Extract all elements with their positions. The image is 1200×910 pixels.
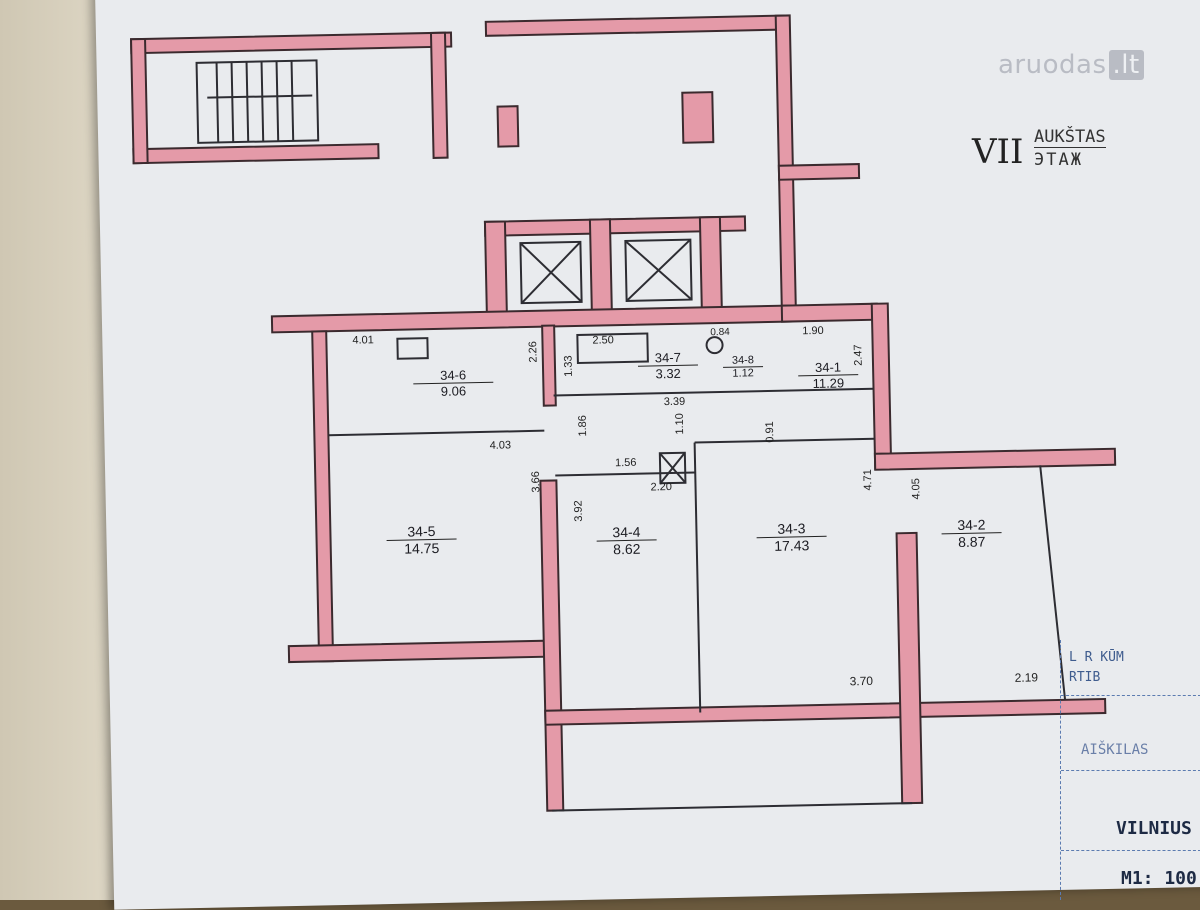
wall-balcony-top — [544, 697, 1107, 726]
sink-icon — [705, 336, 724, 355]
wall-vent-column — [681, 91, 715, 144]
bathtub-icon — [576, 332, 649, 364]
wall-top-right — [780, 302, 879, 323]
wall-inner-left — [539, 479, 565, 812]
stamp-scale: M1: 100 — [1121, 868, 1197, 889]
wall-left — [311, 330, 335, 663]
floor-number: VII — [972, 132, 1024, 172]
wall-top-corridor — [484, 14, 788, 37]
dim-label: 1.10 — [673, 413, 687, 435]
wall-top-stair — [130, 31, 453, 55]
dim-label: 1.56 — [614, 456, 637, 470]
stamp-row-2: RTIB — [1069, 670, 1101, 685]
wall-right-step — [873, 447, 1117, 471]
dim-label: 3.70 — [849, 673, 874, 689]
stamp-row-1: L R KŪM — [1069, 650, 1124, 665]
floor-label-ru: ЭТАЖ — [1034, 150, 1083, 170]
dim-label: 2.20 — [650, 481, 673, 494]
partition-34-3-top — [694, 437, 875, 444]
partition-34-4-top — [555, 471, 696, 477]
wall-right-upper — [870, 302, 893, 470]
dim-label: 0.91 — [763, 421, 777, 443]
dim-label: 4.71 — [861, 469, 875, 491]
floor-plan-drawing — [130, 14, 1117, 812]
wall-lower-column — [895, 531, 924, 805]
floor-label-lt: AUKŠTAS — [1034, 127, 1106, 148]
stove-icon — [396, 337, 429, 360]
wall-elevator-mid — [588, 218, 614, 321]
wall-stair-right — [429, 31, 449, 159]
dim-label: 4.03 — [489, 439, 512, 452]
partition-hall — [553, 387, 874, 397]
stamp-city: VILNIUS — [1116, 818, 1192, 839]
dim-label: 1.86 — [576, 415, 590, 437]
vent-shaft-icon — [658, 451, 687, 485]
wall-stair-bottom — [132, 143, 380, 165]
dim-label: 1.90 — [802, 324, 824, 338]
wall-elevator-right — [698, 215, 724, 319]
title-stamp: L R KŪM RTIB AIŠKILAS VILNIUS M1: 100 — [1060, 640, 1200, 900]
dim-label: 2.19 — [1014, 670, 1039, 685]
partition-34-4-34-3 — [693, 442, 702, 713]
elevator-2-icon — [624, 238, 693, 302]
wall-small-column — [496, 105, 520, 148]
dim-label: 4.01 — [352, 334, 374, 347]
stamp-row-3: AIŠKILAS — [1081, 742, 1149, 758]
dim-label: 4.05 — [910, 478, 923, 500]
dim-label: 3.66 — [529, 471, 543, 493]
aruodas-watermark: aruodas.lt — [998, 50, 1144, 80]
dim-label: 1.33 — [562, 355, 575, 377]
dim-label: 3.92 — [572, 500, 585, 522]
wall-partition-34-6 — [541, 324, 557, 407]
partition-34-6-34-5 — [328, 429, 545, 437]
dim-label: 2.26 — [527, 341, 540, 363]
stairs-icon — [195, 59, 320, 144]
wall-stair-left — [130, 37, 149, 165]
wall-elevator-left — [483, 220, 509, 323]
dim-label: 0.84 — [710, 326, 730, 339]
balcony-edge — [552, 802, 913, 812]
wall-stub-right — [777, 163, 861, 181]
dim-label: 2.47 — [852, 344, 865, 366]
elevator-1-icon — [519, 240, 583, 305]
dim-label: 2.50 — [592, 334, 614, 347]
dim-label: 3.39 — [663, 395, 686, 409]
